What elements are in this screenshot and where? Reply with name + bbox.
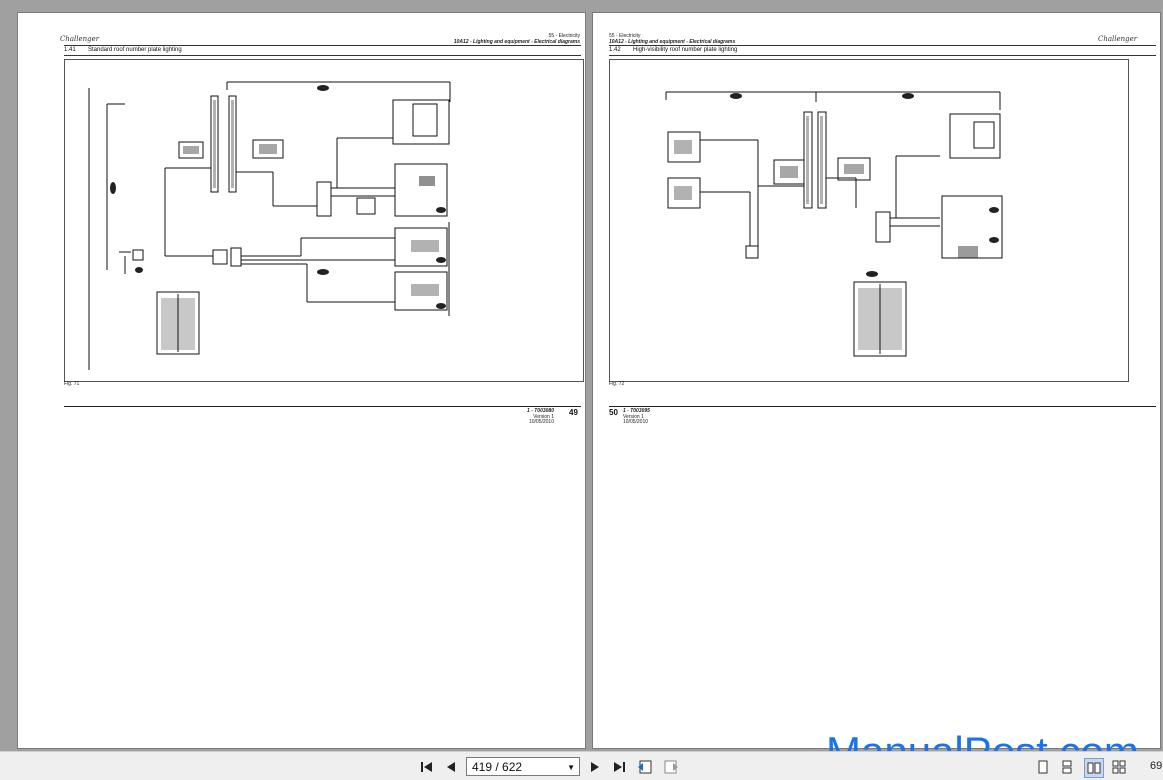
- pdf-navigation-toolbar: 419 / 622 ▼ 69: [0, 751, 1163, 780]
- diagram-number: 1.42: [609, 47, 621, 53]
- footer-date: 10/05/2010: [528, 419, 554, 425]
- go-forward-icon[interactable]: [662, 758, 680, 776]
- go-back-icon[interactable]: [636, 758, 654, 776]
- header-rule: [64, 45, 581, 46]
- zoom-level[interactable]: 69: [1150, 760, 1163, 772]
- diagram-number: 1.41: [64, 47, 76, 53]
- two-page-view-icon[interactable]: [1084, 758, 1104, 778]
- title-rule: [64, 55, 581, 56]
- chapter-label: 10A12 - Lighting and equipment - Electri…: [453, 39, 580, 45]
- brand-logo: Challenger: [60, 35, 100, 43]
- chevron-down-icon[interactable]: ▼: [567, 763, 575, 772]
- next-page-icon[interactable]: [586, 758, 604, 776]
- two-page-continuous-view-icon[interactable]: [1110, 758, 1128, 776]
- header-rule: [609, 45, 1156, 46]
- section-label: 55 - Electricity: [548, 33, 580, 39]
- brand-logo: Challenger: [1098, 35, 1138, 43]
- page-number: 49: [569, 408, 578, 417]
- title-rule: [609, 55, 1156, 56]
- footer-date: 10/05/2010: [623, 419, 649, 425]
- page-number-input[interactable]: 419 / 622 ▼: [466, 757, 580, 776]
- wiring-diagram: [609, 59, 1129, 382]
- footer-rule: [609, 406, 1156, 407]
- diagram-title: Standard roof number plate lighting: [88, 47, 182, 53]
- footer-version: Version 1: [533, 414, 554, 420]
- footer-reference: 1 - T003080: [527, 408, 554, 414]
- pdf-page-right: Challenger 55 - Electricity 10A12 - Ligh…: [592, 12, 1161, 749]
- single-page-view-icon[interactable]: [1034, 758, 1052, 776]
- footer-reference: 1 - T003095: [623, 408, 650, 414]
- continuous-view-icon[interactable]: [1058, 758, 1076, 776]
- first-page-icon[interactable]: [418, 758, 436, 776]
- page-number: 50: [609, 408, 618, 417]
- diagram-title: High-visibility roof number plate lighti…: [633, 47, 738, 53]
- wiring-diagram-drawing: [665, 91, 1003, 357]
- section-label: 55 - Electricity: [609, 33, 641, 39]
- pdf-page-left: Challenger 55 - Electricity 10A12 - Ligh…: [17, 12, 586, 749]
- last-page-icon[interactable]: [610, 758, 628, 776]
- figure-caption: Fig. 71: [64, 381, 80, 387]
- wiring-diagram: [64, 59, 584, 382]
- footer-version: Version 1: [623, 414, 644, 420]
- page-indicator-text: 419 / 622: [472, 760, 523, 774]
- figure-caption: Fig. 72: [609, 381, 625, 387]
- chapter-label: 10A12 - Lighting and equipment - Electri…: [609, 39, 736, 45]
- wiring-diagram-drawing: [88, 81, 451, 370]
- prev-page-icon[interactable]: [442, 758, 460, 776]
- footer-rule: [64, 406, 581, 407]
